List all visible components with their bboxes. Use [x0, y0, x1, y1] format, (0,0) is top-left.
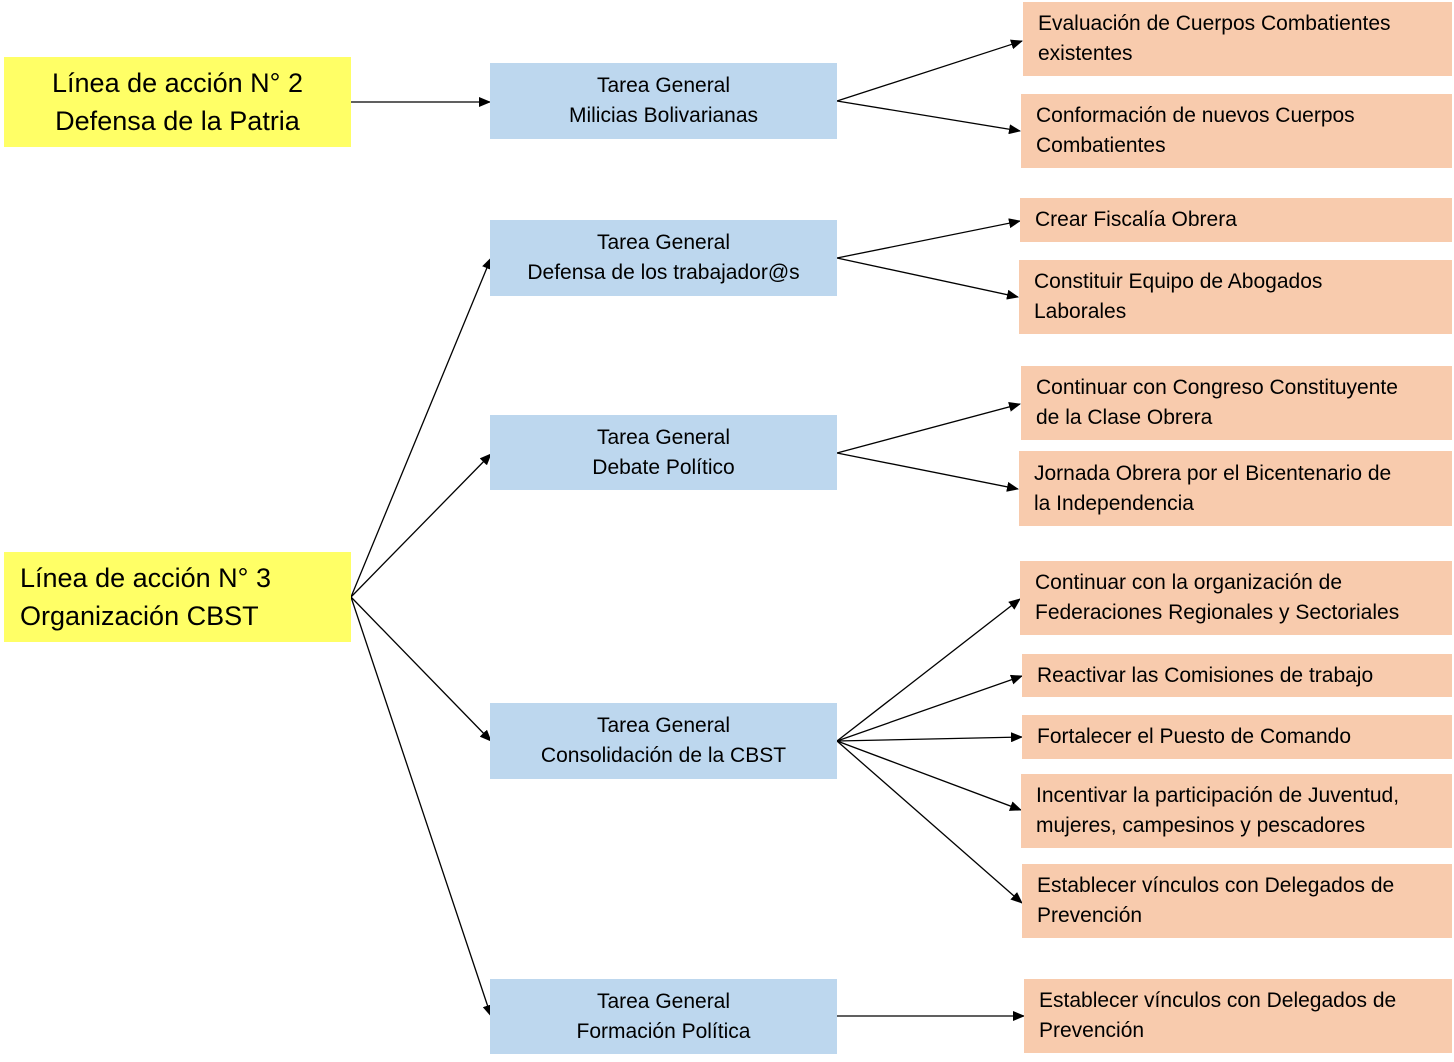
item-congreso-box: Continuar con Congreso Constituyente de … [1021, 366, 1452, 440]
item-comisiones-box: Reactivar las Comisiones de trabajo [1022, 654, 1452, 697]
task-debate-name: Debate Político [592, 455, 735, 479]
arrow-consolidacion-to-delegados [836, 740, 1023, 904]
task-milicias-label: Tarea General [596, 74, 731, 97]
item-conformacion-box: Conformación de nuevos Cuerpos Combatien… [1021, 94, 1452, 168]
item-abogados-line1: Constituir Equipo de Abogados [1034, 270, 1323, 293]
item-conformacion-line2: Combatientes [1036, 134, 1166, 157]
task-defensa-label: Tarea General [596, 231, 731, 254]
arrow-milicias-to-evaluacion [836, 39, 1023, 102]
item-comisiones-line1: Reactivar las Comisiones de trabajo [1037, 663, 1374, 687]
arrow-milicias-to-conformacion [836, 100, 1021, 135]
arrow-defensa-to-abogados [836, 257, 1019, 300]
item-delegados-2-box: Establecer vínculos con Delegados de Pre… [1024, 979, 1452, 1053]
task-formacion-label: Tarea General [596, 989, 731, 1013]
arrow-action3-to-debate [350, 453, 492, 598]
arrow-consolidacion-to-federaciones [836, 598, 1021, 742]
arrow-debate-to-congreso [836, 402, 1021, 454]
task-debate-box: Tarea General Debate Político [490, 415, 837, 490]
arrow-consolidacion-to-juventud [836, 740, 1022, 811]
task-milicias-box: Tarea General Milicias Bolivarianas [490, 63, 837, 139]
item-abogados-box: Constituir Equipo de Abogados Laborales [1019, 260, 1452, 334]
task-defensa-name: Defensa de los trabajador@s [527, 261, 800, 284]
item-abogados-line2: Laborales [1034, 300, 1127, 323]
task-consolidacion-name: Consolidación de la CBST [540, 744, 787, 767]
item-evaluacion-line1: Evaluación de Cuerpos Combatientes [1038, 12, 1391, 35]
item-delegados-1-line1: Establecer vínculos con Delegados de [1037, 874, 1395, 897]
item-evaluacion-line2: existentes [1038, 42, 1133, 65]
arrow-consolidacion-to-puesto [836, 732, 1023, 743]
item-federaciones-line1: Continuar con la organización de [1035, 571, 1343, 594]
action-line-2-box: Línea de acción N° 2 Defensa de la Patri… [4, 57, 351, 147]
arrow-action3-to-formacion [350, 596, 493, 1017]
task-consolidacion-label: Tarea General [596, 714, 731, 737]
item-fiscalia-box: Crear Fiscalía Obrera [1020, 198, 1452, 242]
task-debate-label: Tarea General [596, 425, 731, 449]
arrow-action3-to-defensa [350, 257, 492, 598]
item-evaluacion-box: Evaluación de Cuerpos Combatientes exist… [1023, 2, 1452, 76]
action-line-2-subtitle: Defensa de la Patria [55, 106, 300, 136]
item-federaciones-box: Continuar con la organización de Federac… [1020, 561, 1452, 635]
task-defensa-box: Tarea General Defensa de los trabajador@… [490, 220, 837, 296]
item-conformacion-line1: Conformación de nuevos Cuerpos [1036, 104, 1355, 127]
action-line-3-box: Línea de acción N° 3 Organización CBST [4, 552, 351, 642]
item-jornada-box: Jornada Obrera por el Bicentenario de la… [1019, 451, 1452, 526]
action-line-2-title: Línea de acción N° 2 [52, 68, 303, 98]
item-jornada-line2: la Independencia [1034, 491, 1194, 515]
item-congreso-line1: Continuar con Congreso Constituyente [1036, 376, 1398, 399]
task-milicias-name: Milicias Bolivarianas [568, 104, 759, 127]
item-puesto-box: Fortalecer el Puesto de Comando [1022, 715, 1452, 759]
item-fiscalia-line1: Crear Fiscalía Obrera [1035, 208, 1237, 231]
arrow-consolidacion-to-comisiones [836, 674, 1023, 742]
task-consolidacion-box: Tarea General Consolidación de la CBST [490, 703, 837, 779]
action-line-3-subtitle: Organización CBST [20, 601, 259, 631]
action-line-3-title: Línea de acción N° 3 [20, 563, 271, 593]
item-juventud-line2: mujeres, campesinos y pescadores [1036, 814, 1366, 837]
item-delegados-2-line2: Prevención [1039, 1019, 1145, 1042]
item-juventud-box: Incentivar la participación de Juventud,… [1021, 774, 1452, 848]
task-formacion-box: Tarea General Formación Política [490, 979, 837, 1054]
arrow-action3-to-consolidacion [350, 596, 492, 742]
item-puesto-line1: Fortalecer el Puesto de Comando [1037, 725, 1352, 748]
item-delegados-2-line1: Establecer vínculos con Delegados de [1039, 989, 1397, 1012]
item-jornada-line1: Jornada Obrera por el Bicentenario de [1034, 461, 1392, 485]
item-delegados-1-line2: Prevención [1037, 904, 1143, 927]
arrow-debate-to-jornada [836, 452, 1019, 492]
item-juventud-line1: Incentivar la participación de Juventud, [1036, 784, 1400, 807]
task-formacion-name: Formación Política [576, 1019, 751, 1043]
arrow-defensa-to-fiscalia [836, 218, 1021, 259]
item-federaciones-line2: Federaciones Regionales y Sectoriales [1035, 601, 1400, 624]
item-congreso-line2: de la Clase Obrera [1036, 406, 1213, 429]
item-delegados-1-box: Establecer vínculos con Delegados de Pre… [1022, 864, 1452, 938]
